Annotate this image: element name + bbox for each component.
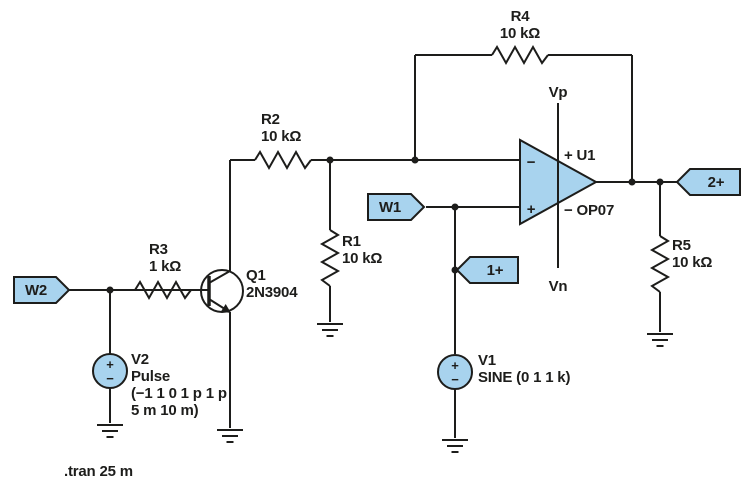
flag-probe1-label: 1+ bbox=[487, 262, 504, 279]
resistor-r4-symbol bbox=[491, 44, 549, 66]
r1-value-label: 10 kΩ bbox=[342, 250, 382, 267]
opamp-vn-label: Vn bbox=[549, 278, 568, 295]
source-v1-plus-sign: + bbox=[451, 358, 459, 373]
q1-ref-label: Q1 bbox=[246, 267, 266, 284]
flag-probe1-shape bbox=[455, 256, 519, 284]
junction-dot bbox=[628, 178, 636, 186]
ground-symbol-v2 bbox=[97, 424, 123, 438]
transistor-emitter-arrow bbox=[220, 304, 231, 313]
source-v2-circle bbox=[92, 353, 128, 389]
r4-value-label: 10 kΩ bbox=[500, 25, 540, 42]
ground-symbol-v1 bbox=[442, 439, 468, 453]
wire-output-net bbox=[548, 54, 677, 332]
r5-ref-label: R5 bbox=[672, 237, 691, 254]
junction-dot bbox=[451, 203, 459, 211]
transistor-q1-symbol bbox=[200, 269, 244, 428]
source-v1-minus-sign: − bbox=[451, 372, 459, 387]
source-v2-minus-sign: − bbox=[106, 371, 114, 386]
junction-dot bbox=[411, 156, 419, 164]
wire-collector-net bbox=[229, 159, 255, 271]
v2-type-label: Pulse bbox=[131, 368, 170, 385]
flag-w2-label: W2 bbox=[25, 282, 47, 299]
junction-dots bbox=[106, 156, 664, 294]
source-v1-circle bbox=[437, 354, 473, 390]
r4-ref-label: R4 bbox=[511, 8, 531, 25]
flag-probe2: 2+ bbox=[675, 168, 741, 196]
junction-dot bbox=[656, 178, 664, 186]
spice-directive-text: .tran 25 m bbox=[64, 463, 133, 480]
opamp-vp-label: Vp bbox=[549, 84, 568, 101]
flag-probe2-label: 2+ bbox=[708, 174, 725, 191]
flag-w1-shape bbox=[367, 193, 426, 221]
flag-w2: W2 bbox=[13, 276, 71, 304]
v2-params-line1: (−1 1 0 1 p 1 p bbox=[131, 385, 227, 402]
ground-symbol-r5 bbox=[647, 333, 673, 347]
junction-dot bbox=[451, 266, 459, 274]
flag-probe1: 1+ bbox=[455, 256, 519, 284]
transistor-collector-lead bbox=[208, 270, 231, 284]
resistor-r1-symbol bbox=[319, 229, 341, 287]
resistor-r5-symbol bbox=[649, 235, 671, 293]
resistor-r3-symbol bbox=[134, 279, 192, 301]
r1-ref-label: R1 bbox=[342, 233, 361, 250]
r3-ref-label: R3 bbox=[149, 241, 168, 258]
r5-value-label: 10 kΩ bbox=[672, 254, 712, 271]
junction-dot bbox=[326, 156, 334, 164]
opamp-u1-symbol: − + + U1 − OP07 Vp Vn bbox=[519, 84, 614, 295]
flag-w2-shape bbox=[13, 276, 71, 304]
source-v2-plus-sign: + bbox=[106, 357, 114, 372]
opamp-part-label: − OP07 bbox=[564, 202, 614, 219]
v1-value-label: SINE (0 1 1 k) bbox=[478, 369, 570, 386]
v2-ref-label: V2 bbox=[131, 351, 149, 368]
v2-params-line2: 5 m 10 m) bbox=[131, 402, 199, 419]
flag-w1: W1 bbox=[367, 193, 426, 221]
opamp-noninverting-input-sign: + bbox=[527, 201, 536, 218]
wire-noninverting-net bbox=[426, 206, 520, 438]
resistor-r2-symbol bbox=[254, 149, 312, 171]
v1-ref-label: V1 bbox=[478, 352, 496, 369]
opamp-ref-label: + U1 bbox=[564, 147, 595, 164]
wire-base-net bbox=[68, 289, 209, 423]
opamp-inverting-input-sign: − bbox=[527, 154, 536, 171]
transistor-body-circle bbox=[200, 269, 244, 313]
flag-w1-label: W1 bbox=[379, 199, 401, 216]
transistor-emitter-lead bbox=[208, 298, 231, 428]
source-v1-symbol: + − bbox=[437, 354, 473, 390]
r2-value-label: 10 kΩ bbox=[261, 128, 301, 145]
ground-symbol-r1 bbox=[317, 323, 343, 337]
flag-probe2-shape bbox=[675, 168, 741, 196]
r3-value-label: 1 kΩ bbox=[149, 258, 181, 275]
r2-ref-label: R2 bbox=[261, 111, 280, 128]
ground-symbol-q1 bbox=[217, 429, 243, 443]
q1-part-label: 2N3904 bbox=[246, 284, 298, 301]
source-v2-symbol: + − bbox=[92, 353, 128, 389]
junction-dot bbox=[106, 286, 114, 294]
